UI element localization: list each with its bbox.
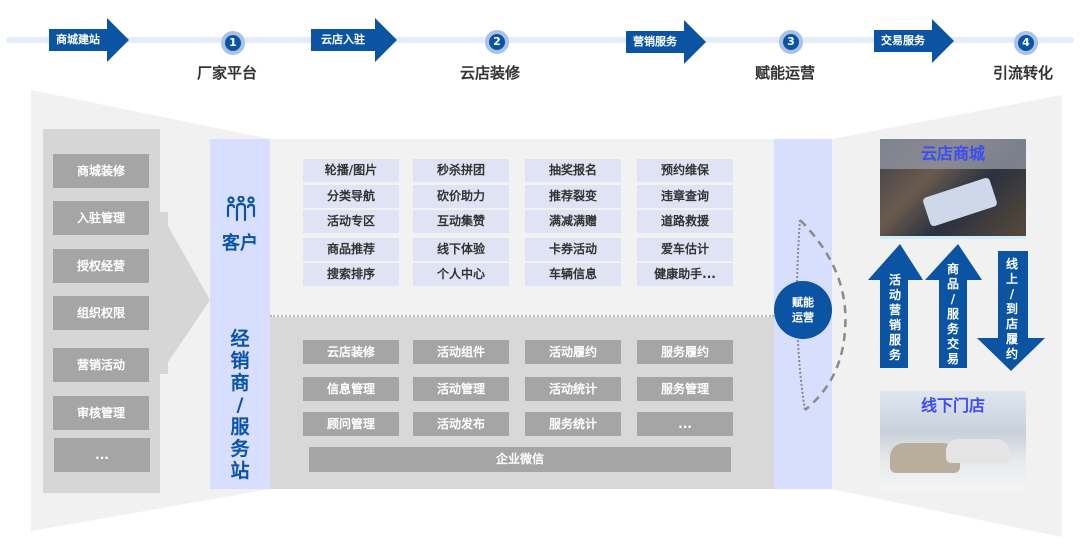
platform-item: 营销活动 (53, 348, 149, 382)
customer-feature-cell: 秒杀拼团 (413, 159, 509, 182)
arrow-down-fulfillment (977, 251, 1045, 371)
customer-feature-cell: 互动集赞 (413, 210, 509, 233)
flow-arrow-shaft (160, 212, 168, 374)
timeline-arrow-trade: 交易服务 (874, 19, 954, 63)
platform-item-more: ... (54, 438, 150, 472)
dealer-label: 经 销 商 / 服 务 站 (230, 328, 250, 482)
dealer-feature-cell: 信息管理 (303, 377, 399, 401)
customer-feature-cell: 违章查询 (637, 185, 733, 208)
customer-feature-cell: 个人中心 (413, 263, 509, 286)
car-graphic (946, 439, 1010, 463)
dealer-feature-cell: 活动统计 (525, 377, 621, 401)
step-label-4: 引流转化 (993, 64, 1054, 82)
customer-feature-cell: 爱车估计 (637, 238, 733, 261)
dealer-feature-cell: 服务统计 (525, 412, 621, 436)
customer-feature-cell: 商品推荐 (303, 238, 399, 261)
arrow-text-trade: 商 品 / 服 务 交 易 (946, 262, 959, 366)
customer-feature-cell: 线下体验 (413, 238, 509, 261)
customer-feature-cell: 预约维保 (637, 159, 733, 182)
dealer-feature-cell: 活动履约 (525, 340, 621, 364)
customer-feature-cell: 抽奖报名 (525, 159, 621, 182)
arrow-up-marketing (868, 244, 923, 368)
enterprise-wechat-bar: 企业微信 (309, 447, 731, 472)
offline-store-title: 线下门店 (920, 396, 985, 415)
step-badge-2: 2 (485, 30, 509, 54)
timeline-arrow-marketing: 营销服务 (626, 20, 706, 64)
customer-feature-cell: 健康助手... (637, 263, 733, 286)
platform-item: 审核管理 (53, 396, 149, 430)
dealer-feature-cell: 顾问管理 (303, 412, 399, 436)
step-badge-3: 3 (779, 30, 803, 54)
step-badge-4: 4 (1014, 31, 1038, 55)
customer-feature-cell: 道路救援 (637, 210, 733, 233)
dealer-feature-cell: 服务管理 (637, 377, 733, 401)
enablement-dashed-curve (795, 219, 847, 411)
customer-feature-cell: 卡券活动 (525, 238, 621, 261)
arrow-text-fulfillment: 线 上 / 到 店 履 约 (1005, 257, 1018, 361)
timeline-track (6, 37, 1074, 43)
online-store-title: 云店商城 (920, 144, 985, 163)
dealer-feature-cell: 云店装修 (303, 340, 399, 364)
dealer-feature-cell: 服务履约 (637, 340, 733, 364)
customer-feature-cell: 分类导航 (303, 185, 399, 208)
online-store-image: 云店商城 (880, 139, 1026, 239)
people-group-icon (226, 196, 256, 222)
dealer-feature-cell: 活动管理 (413, 377, 509, 401)
platform-item: 组织权限 (53, 296, 149, 330)
section-divider (270, 315, 774, 317)
timeline-arrow-store-entry: 云店入驻 (311, 18, 397, 62)
customer-feature-cell: 砍价助力 (413, 185, 509, 208)
step-badge-1: 1 (221, 31, 245, 55)
platform-item: 授权经营 (53, 249, 149, 283)
timeline-arrow-mall-build: 商城建站 (49, 18, 129, 62)
step-label-3: 赋能运营 (755, 64, 816, 82)
offline-store-image: 线下门店 (880, 391, 1026, 492)
customer-feature-cell: 车辆信息 (525, 263, 621, 286)
flow-arrows (868, 244, 1045, 371)
customer-feature-cell: 活动专区 (303, 210, 399, 233)
platform-item: 入驻管理 (53, 201, 149, 235)
arrow-text-marketing: 活 动 营 销 服 务 (888, 273, 901, 362)
dealer-feature-cell: ... (637, 412, 733, 436)
platform-item: 商城装修 (53, 154, 149, 188)
dealer-feature-cell: 活动发布 (413, 412, 509, 436)
customer-feature-cell: 轮播/图片 (303, 159, 399, 182)
step-label-2: 云店装修 (460, 64, 521, 82)
arrow-up-trade (925, 244, 982, 368)
customer-feature-cell: 推荐裂变 (525, 185, 621, 208)
step-label-1: 厂家平台 (197, 64, 258, 82)
customer-label: 客户 (222, 233, 258, 254)
customer-feature-cell: 搜索排序 (303, 263, 399, 286)
enablement-badge: 赋能 运营 (774, 281, 832, 339)
phone-graphic (922, 176, 998, 228)
customer-feature-cell: 满减满赠 (525, 210, 621, 233)
dealer-feature-cell: 活动组件 (413, 340, 509, 364)
